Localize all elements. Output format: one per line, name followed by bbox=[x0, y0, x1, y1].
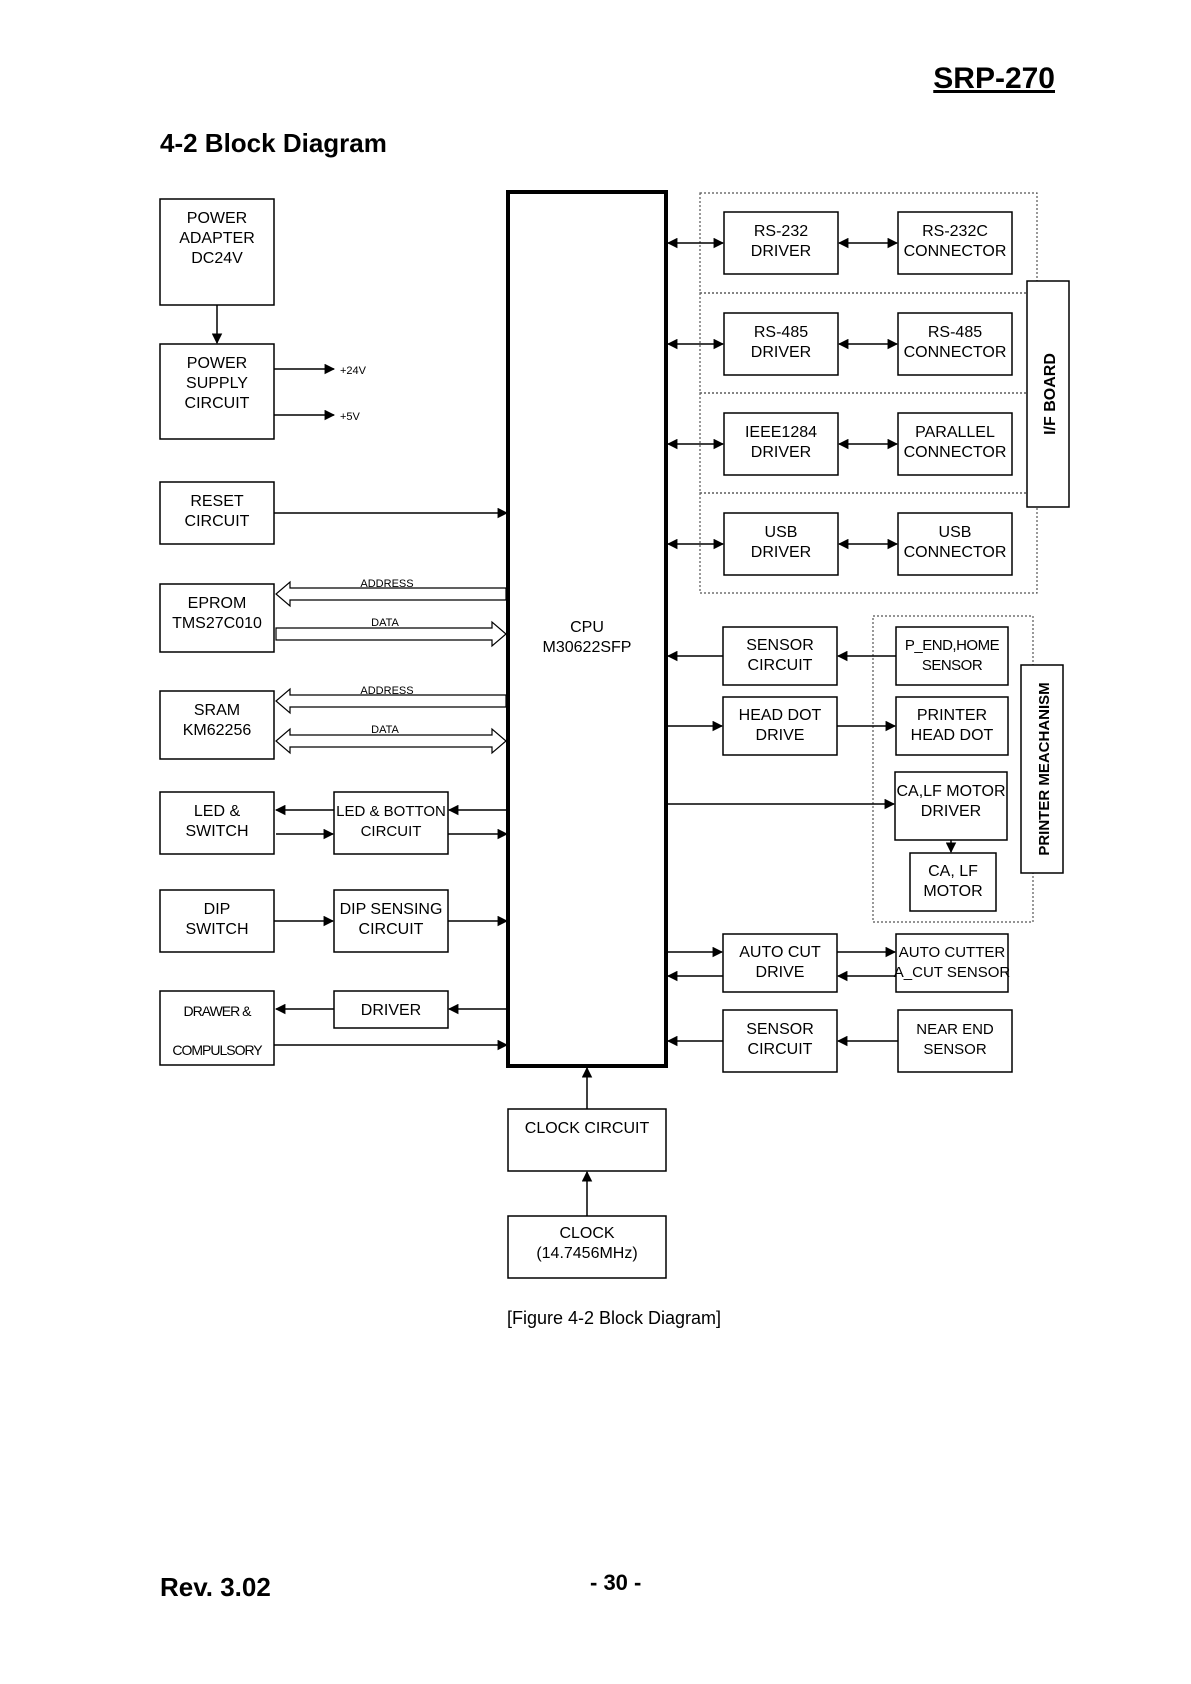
led-button-circuit-box bbox=[333, 791, 449, 855]
cpu-block bbox=[506, 190, 668, 1068]
revision-label: Rev. 3.02 bbox=[160, 1572, 271, 1602]
rs232-driver-box bbox=[723, 211, 839, 275]
power-supply-box bbox=[159, 343, 275, 440]
sram-address-bus bbox=[275, 687, 507, 715]
drawer-box bbox=[159, 990, 275, 1066]
ieee1284-driver-box bbox=[723, 412, 839, 476]
if-board-label: I/F BOARD bbox=[1042, 353, 1059, 435]
dip-switch-box bbox=[159, 889, 275, 953]
section-title: 4-2 Block Diagram bbox=[160, 128, 387, 158]
drawer-driver-box bbox=[333, 990, 449, 1029]
auto-cut-drive-box bbox=[722, 933, 838, 993]
voltage-24v: +24V bbox=[340, 365, 367, 377]
usb-driver-box bbox=[723, 512, 839, 576]
reset-box bbox=[159, 481, 275, 545]
auto-cutter-box bbox=[895, 933, 1009, 993]
eprom-data-bus bbox=[275, 620, 507, 648]
connectors bbox=[211, 237, 957, 1216]
drawer-label: DRAWER &COMPULSORY bbox=[172, 1003, 263, 1058]
clock-label: CLOCK(14.7456MHz) bbox=[536, 1225, 637, 1262]
led-switch-box bbox=[159, 791, 275, 855]
printer-mech-label: PRINTER MEACHANISM bbox=[1036, 682, 1053, 855]
eprom-address-label: ADDRESS bbox=[360, 578, 413, 590]
rs485-connector-box bbox=[897, 312, 1013, 376]
rs232-connector-box bbox=[897, 211, 1013, 275]
printer-head-dot-box bbox=[895, 696, 1009, 756]
document-title: SRP-270 bbox=[933, 62, 1055, 95]
eprom-box bbox=[159, 583, 275, 653]
clock-circuit-label: CLOCK CIRCUIT bbox=[525, 1120, 650, 1137]
pend-home-sensor-box bbox=[895, 626, 1009, 686]
eprom-address-bus bbox=[275, 580, 507, 608]
printer-mech-box bbox=[1020, 664, 1064, 874]
figure-caption: [Figure 4-2 Block Diagram] bbox=[507, 1308, 721, 1328]
power-adapter-box bbox=[159, 198, 275, 306]
clock-circuit-box bbox=[507, 1108, 667, 1172]
drawer-driver-label: DRIVER bbox=[361, 1002, 421, 1019]
clock-box bbox=[507, 1215, 667, 1279]
calf-motor-box bbox=[909, 852, 997, 912]
eprom-data-label: DATA bbox=[371, 617, 399, 629]
sram-data-bus bbox=[275, 727, 507, 755]
near-end-sensor-box bbox=[897, 1009, 1013, 1073]
voltage-5v: +5V bbox=[340, 411, 361, 423]
sram-box bbox=[159, 690, 275, 760]
if-board-box bbox=[1026, 280, 1070, 508]
sram-data-label: DATA bbox=[371, 724, 399, 736]
sram-address-label: ADDRESS bbox=[360, 685, 413, 697]
page-number: - 30 - bbox=[590, 1570, 642, 1595]
led-switch-label: LED &SWITCH bbox=[185, 803, 248, 840]
rs485-driver-box bbox=[723, 312, 839, 376]
head-dot-drive-box bbox=[722, 696, 838, 756]
usb-connector-box bbox=[897, 512, 1013, 576]
sensor-circuit-1-box bbox=[722, 626, 838, 686]
parallel-connector-box bbox=[897, 412, 1013, 476]
